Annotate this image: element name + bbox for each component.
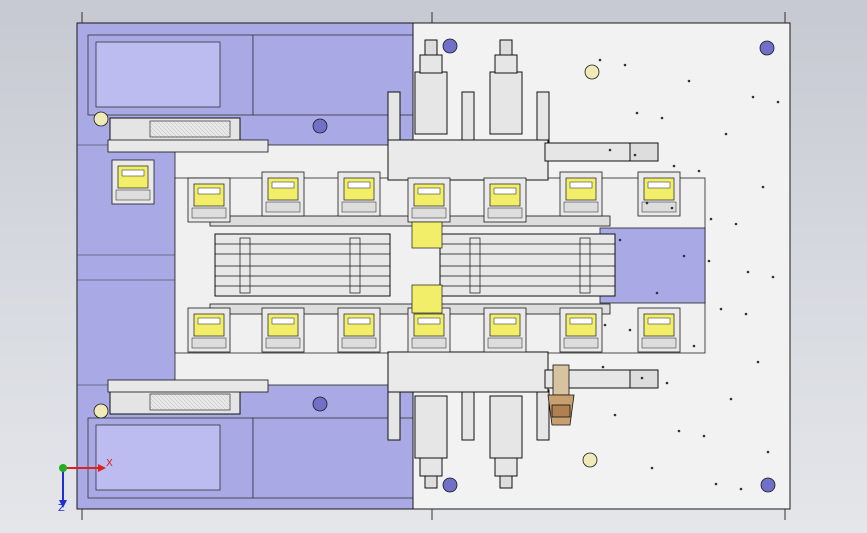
fixture-module xyxy=(111,159,155,205)
small-hole xyxy=(771,275,775,279)
small-hole xyxy=(702,434,706,438)
fixture-module xyxy=(637,307,681,353)
small-hole xyxy=(672,164,676,168)
small-hole xyxy=(623,63,627,67)
mounting-hole xyxy=(93,403,109,419)
small-hole xyxy=(613,413,617,417)
small-hole xyxy=(739,487,743,491)
x-axis-label: X xyxy=(106,458,113,469)
mounting-hole xyxy=(312,396,328,412)
yellow-block xyxy=(411,221,443,249)
small-hole xyxy=(746,270,750,274)
small-hole xyxy=(751,95,755,99)
yellow-block xyxy=(411,284,443,314)
cylinders-bottom xyxy=(387,351,659,489)
small-hole xyxy=(598,58,602,62)
fixture-module xyxy=(261,307,305,353)
mounting-hole xyxy=(442,477,458,493)
small-hole xyxy=(650,466,654,470)
small-hole xyxy=(628,328,632,332)
mounting-hole xyxy=(759,40,775,56)
fixture-module xyxy=(559,171,603,217)
y-axis-dot xyxy=(59,464,67,472)
linear-rail-right xyxy=(439,233,616,297)
mounting-hole xyxy=(442,38,458,54)
small-hole xyxy=(633,153,637,157)
mounting-hole xyxy=(312,118,328,134)
edge-markers xyxy=(81,12,786,520)
axis-triad: X Z xyxy=(50,455,113,515)
small-hole xyxy=(734,222,738,226)
small-hole xyxy=(660,116,664,120)
small-hole xyxy=(766,450,770,454)
small-hole xyxy=(682,254,686,258)
vacuum-gripper xyxy=(547,364,575,426)
cylinders-top xyxy=(387,39,659,181)
small-hole xyxy=(603,323,607,327)
axis-triad-graphic xyxy=(59,464,106,508)
mounting-hole xyxy=(584,64,600,80)
fixture-module xyxy=(407,307,451,353)
fixture-module xyxy=(261,171,305,217)
small-hole xyxy=(677,429,681,433)
small-hole xyxy=(744,312,748,316)
small-hole xyxy=(709,217,713,221)
small-hole xyxy=(724,132,728,136)
fixture-module xyxy=(337,171,381,217)
fixture-module xyxy=(559,307,603,353)
belt-unit-top xyxy=(107,117,269,153)
small-hole xyxy=(776,100,780,104)
fixture-modules xyxy=(111,159,681,353)
x-axis-arrowhead xyxy=(98,464,106,472)
small-hole xyxy=(655,291,659,295)
small-hole xyxy=(719,307,723,311)
small-hole xyxy=(601,365,605,369)
small-hole xyxy=(697,169,701,173)
small-hole xyxy=(729,397,733,401)
mounting-holes xyxy=(93,38,780,493)
mounting-hole xyxy=(582,452,598,468)
z-axis-arrowhead xyxy=(59,500,67,508)
fixture-module xyxy=(637,171,681,217)
small-hole xyxy=(640,376,644,380)
small-hole xyxy=(665,381,669,385)
fixture-module xyxy=(483,307,527,353)
fixture-module xyxy=(187,307,231,353)
small-hole xyxy=(635,111,639,115)
fixture-module xyxy=(407,177,451,223)
mounting-hole xyxy=(760,477,776,493)
belt-unit-bottom xyxy=(107,379,269,415)
linear-rail-left xyxy=(214,233,391,297)
small-hole xyxy=(618,238,622,242)
fixture-module xyxy=(337,307,381,353)
small-hole xyxy=(645,201,649,205)
fixture-module xyxy=(483,177,527,223)
mounting-hole xyxy=(93,111,109,127)
small-hole xyxy=(707,259,711,263)
small-hole xyxy=(687,79,691,83)
small-hole xyxy=(692,344,696,348)
z-axis-label: Z xyxy=(58,503,65,514)
small-hole xyxy=(670,206,674,210)
small-hole xyxy=(608,148,612,152)
small-hole xyxy=(761,185,765,189)
small-hole xyxy=(714,482,718,486)
fixture-module xyxy=(187,177,231,223)
small-hole xyxy=(756,360,760,364)
